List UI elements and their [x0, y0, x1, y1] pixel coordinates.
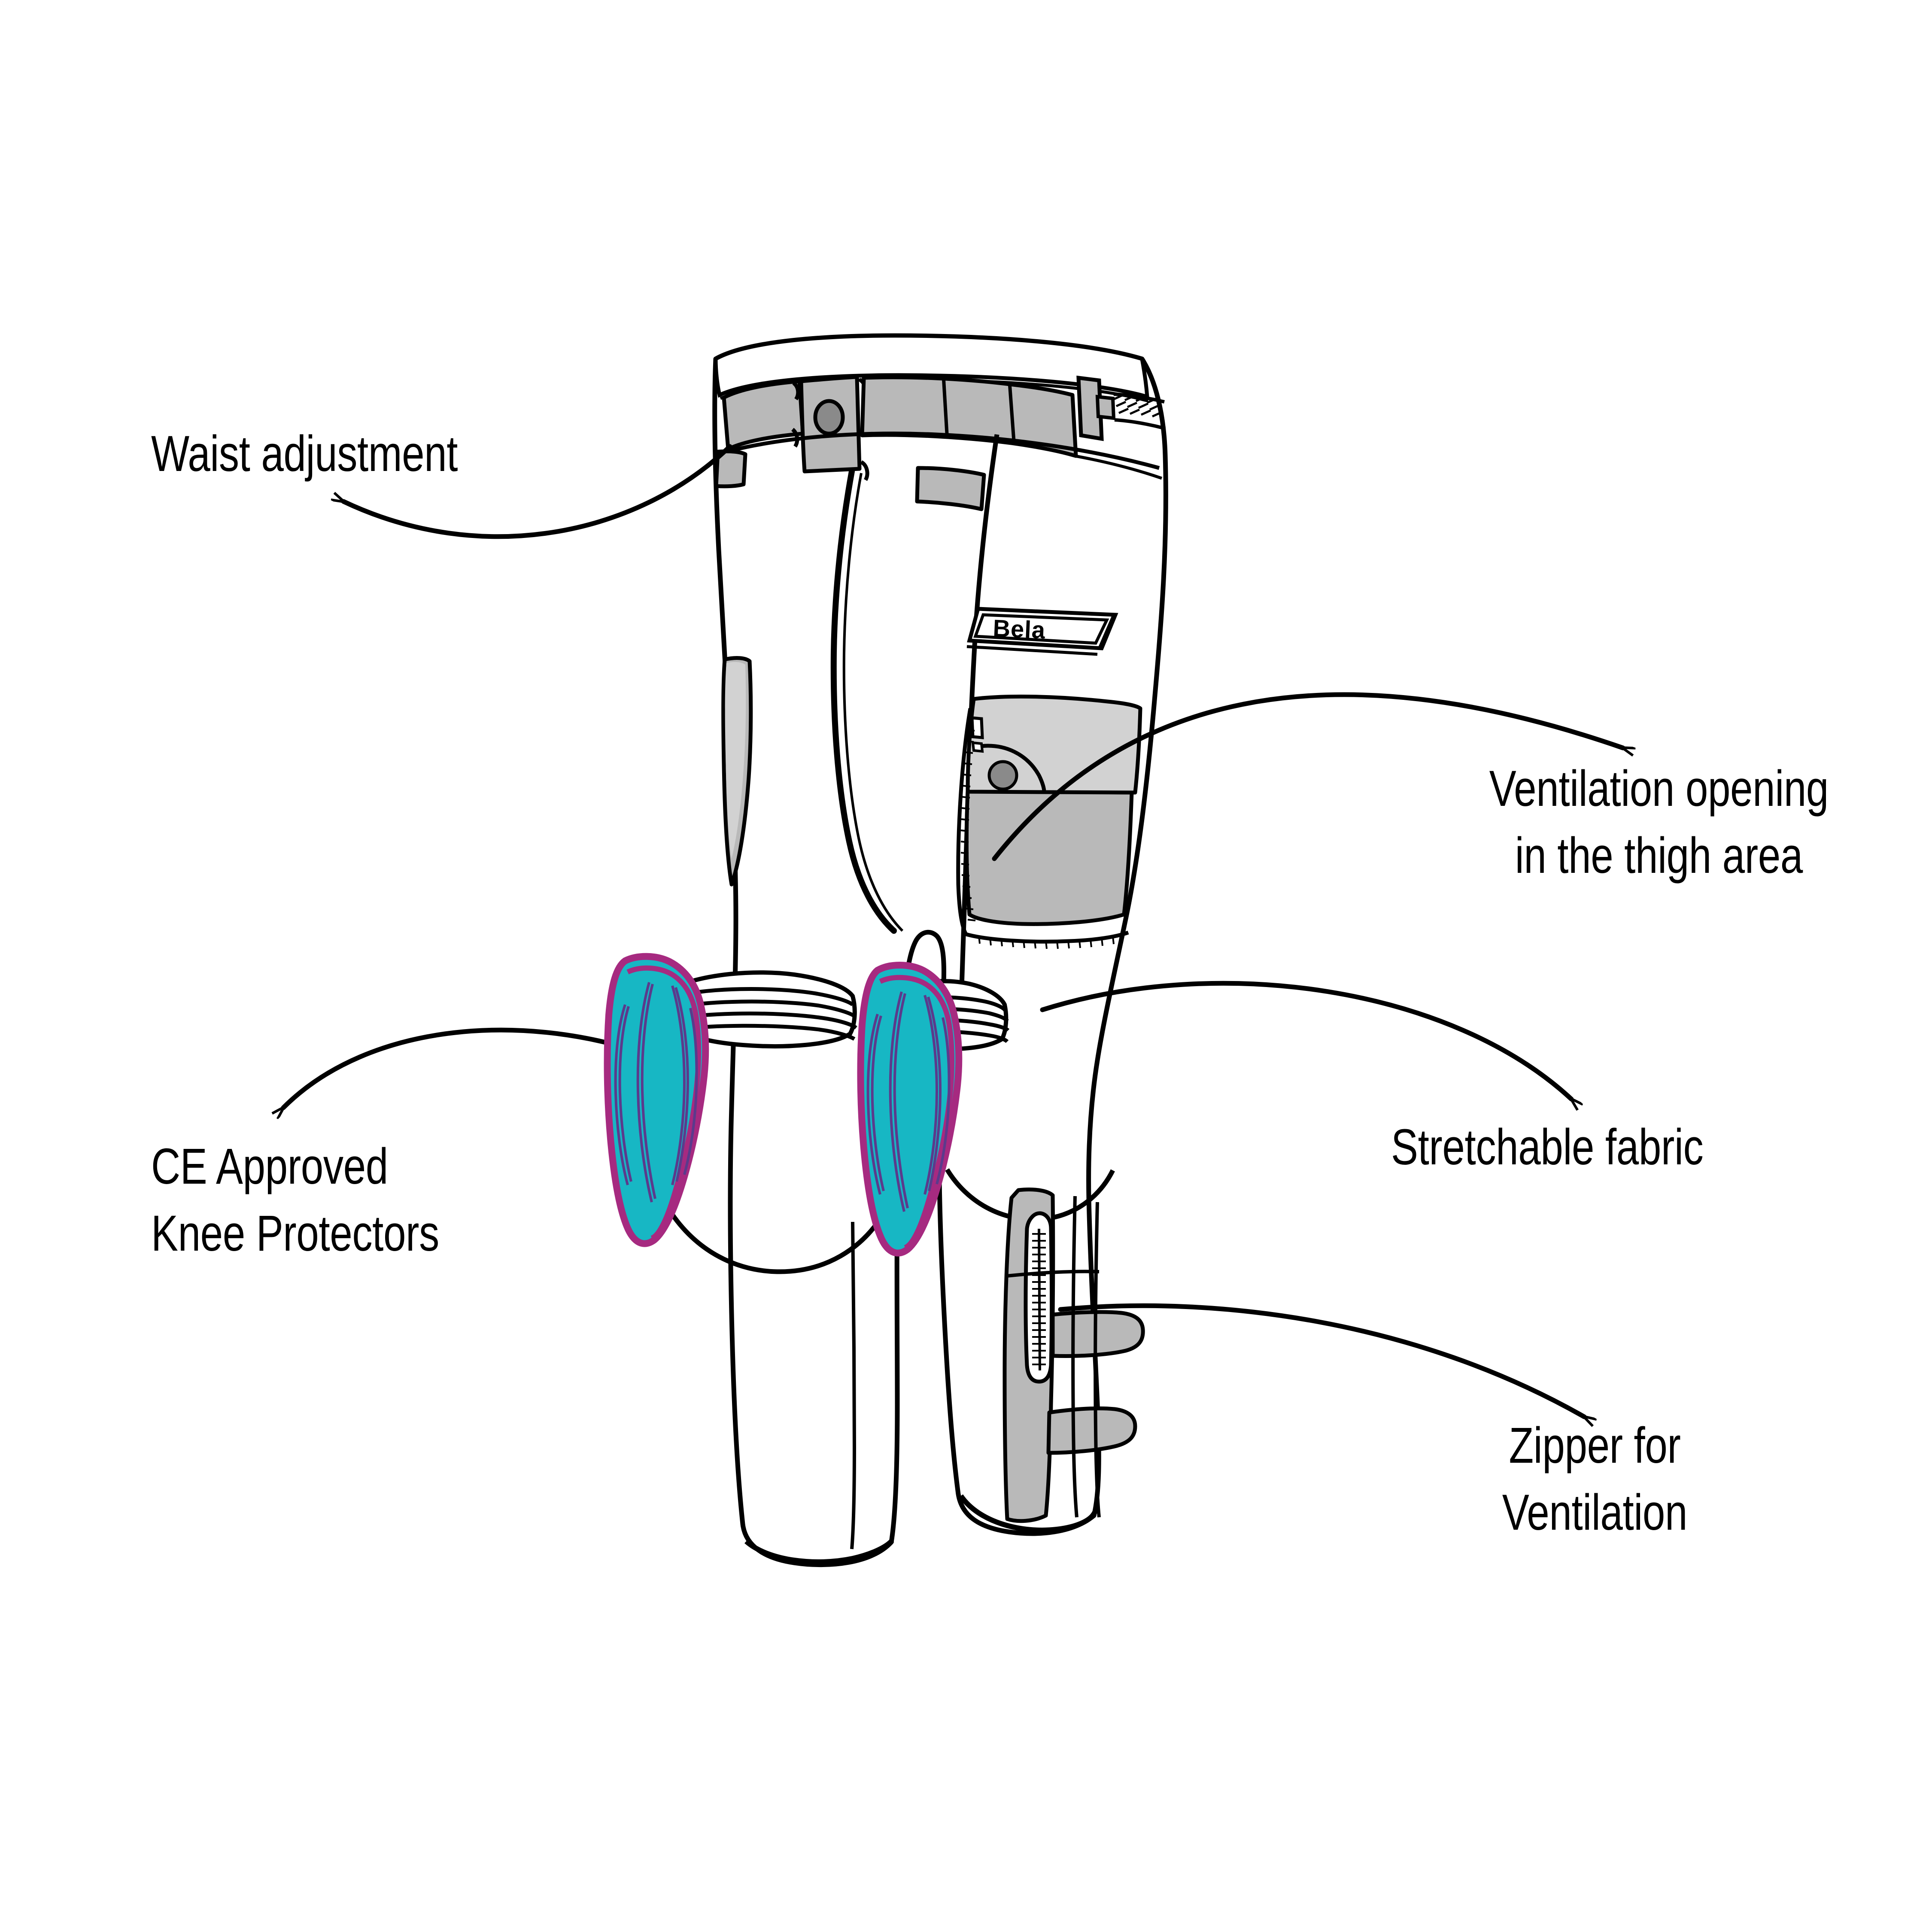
- leg-seam-left-1: [850, 1221, 857, 1549]
- knee-protectors: [604, 953, 963, 1257]
- fly-zipper-tape-upper: [1113, 392, 1165, 404]
- knee-protector-right: [857, 962, 963, 1257]
- callout-line: Stretchable fabric: [1391, 1119, 1704, 1176]
- belt-loop-tab-right: [915, 466, 986, 511]
- callout-label-zipper-ventilation: Zipper for Ventilation: [1502, 1413, 1688, 1546]
- calf-strap-lower: [1046, 1406, 1137, 1455]
- pocket-zipper-pull: [971, 741, 984, 753]
- brand-patch-seam-below: [966, 645, 1098, 656]
- brand-patch: Bela: [967, 607, 1118, 650]
- belt-loop-left: [792, 381, 800, 401]
- callout-label-knee-protectors: CE Approved Knee Protectors: [151, 1133, 439, 1267]
- pocket-flap: [980, 744, 1046, 792]
- knee-protector-left-inner-edge: [626, 965, 702, 1241]
- brand-wordmark: Bela: [992, 614, 1046, 644]
- callout-line: CE Approved: [151, 1138, 388, 1195]
- knee-protector-right-detail-lines: [866, 991, 951, 1212]
- knee-seam-left: [662, 1201, 887, 1274]
- calf-cross-seam: [1006, 1270, 1100, 1278]
- brand-patch-slash: [1098, 615, 1115, 648]
- knee-protector-left-detail-lines: [614, 982, 698, 1203]
- lower-leg-vent: [1002, 1188, 1055, 1523]
- belt-snap-button: [813, 399, 845, 436]
- trousers-body: Bela: [662, 333, 1168, 1567]
- pocket-snap-button: [987, 760, 1018, 791]
- waistband-lower-seam-2: [1075, 454, 1163, 480]
- calf-strap-upper: [1051, 1310, 1145, 1358]
- lower-leg-zipper-centerline: [1038, 1228, 1041, 1371]
- fly-seam-outer: [830, 468, 897, 934]
- thigh-pocket-vent: [956, 694, 1142, 949]
- trousers-outline: [712, 333, 1168, 1567]
- fly-zipper-pull-block: [1076, 375, 1104, 441]
- belt-loop-center-lower: [860, 460, 869, 481]
- leg-seam-right-1: [1071, 1196, 1078, 1518]
- callout-line: Waist adjustment: [151, 425, 458, 482]
- callout-label-ventilation-thigh: Ventilation opening in the thigh area: [1489, 756, 1829, 890]
- fly-zipper-slider: [1095, 395, 1116, 420]
- leader-ventilation-thigh: [992, 692, 1623, 861]
- leg-seam-right-2: [1094, 1202, 1101, 1518]
- leader-waist: [343, 444, 732, 539]
- fly-seam-inner: [842, 473, 904, 932]
- callout-line: Knee Protectors: [151, 1205, 439, 1262]
- callout-line: Zipper for: [1509, 1417, 1681, 1474]
- fly-zipper-tape-lower: [1114, 418, 1166, 430]
- callout-leaders: [283, 444, 1623, 1417]
- belt-strap-seam-1: [942, 379, 949, 437]
- pocket-zipper-slider: [970, 716, 984, 739]
- belt-loop-tab-left: [714, 449, 747, 489]
- leader-knee-protectors: [283, 1027, 662, 1108]
- belt-strap-seam-2: [1008, 385, 1016, 444]
- callout-label-stretchable-fabric: Stretchable fabric: [1391, 1114, 1704, 1181]
- hem-left: [744, 1538, 894, 1564]
- thigh-pocket-lower: [964, 789, 1134, 926]
- brand-patch-inner: [973, 613, 1109, 645]
- waistband-lower-seam: [729, 431, 1160, 470]
- pocket-zipper-teeth-bottom: [978, 936, 1115, 949]
- leader-stretchable-fabric: [1040, 981, 1571, 1099]
- callout-line: Ventilation: [1502, 1484, 1688, 1541]
- leader-zipper-ventilation: [1058, 1303, 1584, 1417]
- callout-line: in the thigh area: [1515, 827, 1803, 884]
- knee-protector-right-inner-edge: [879, 975, 955, 1250]
- hem-right: [959, 1494, 1097, 1533]
- side-panel-left-highlight: [725, 662, 746, 859]
- callout-line: Ventilation opening: [1489, 760, 1829, 817]
- knee-protector-left: [604, 953, 709, 1247]
- callout-label-waist-adjustment: Waist adjustment: [151, 421, 458, 488]
- pocket-zipper-teeth: [960, 729, 976, 921]
